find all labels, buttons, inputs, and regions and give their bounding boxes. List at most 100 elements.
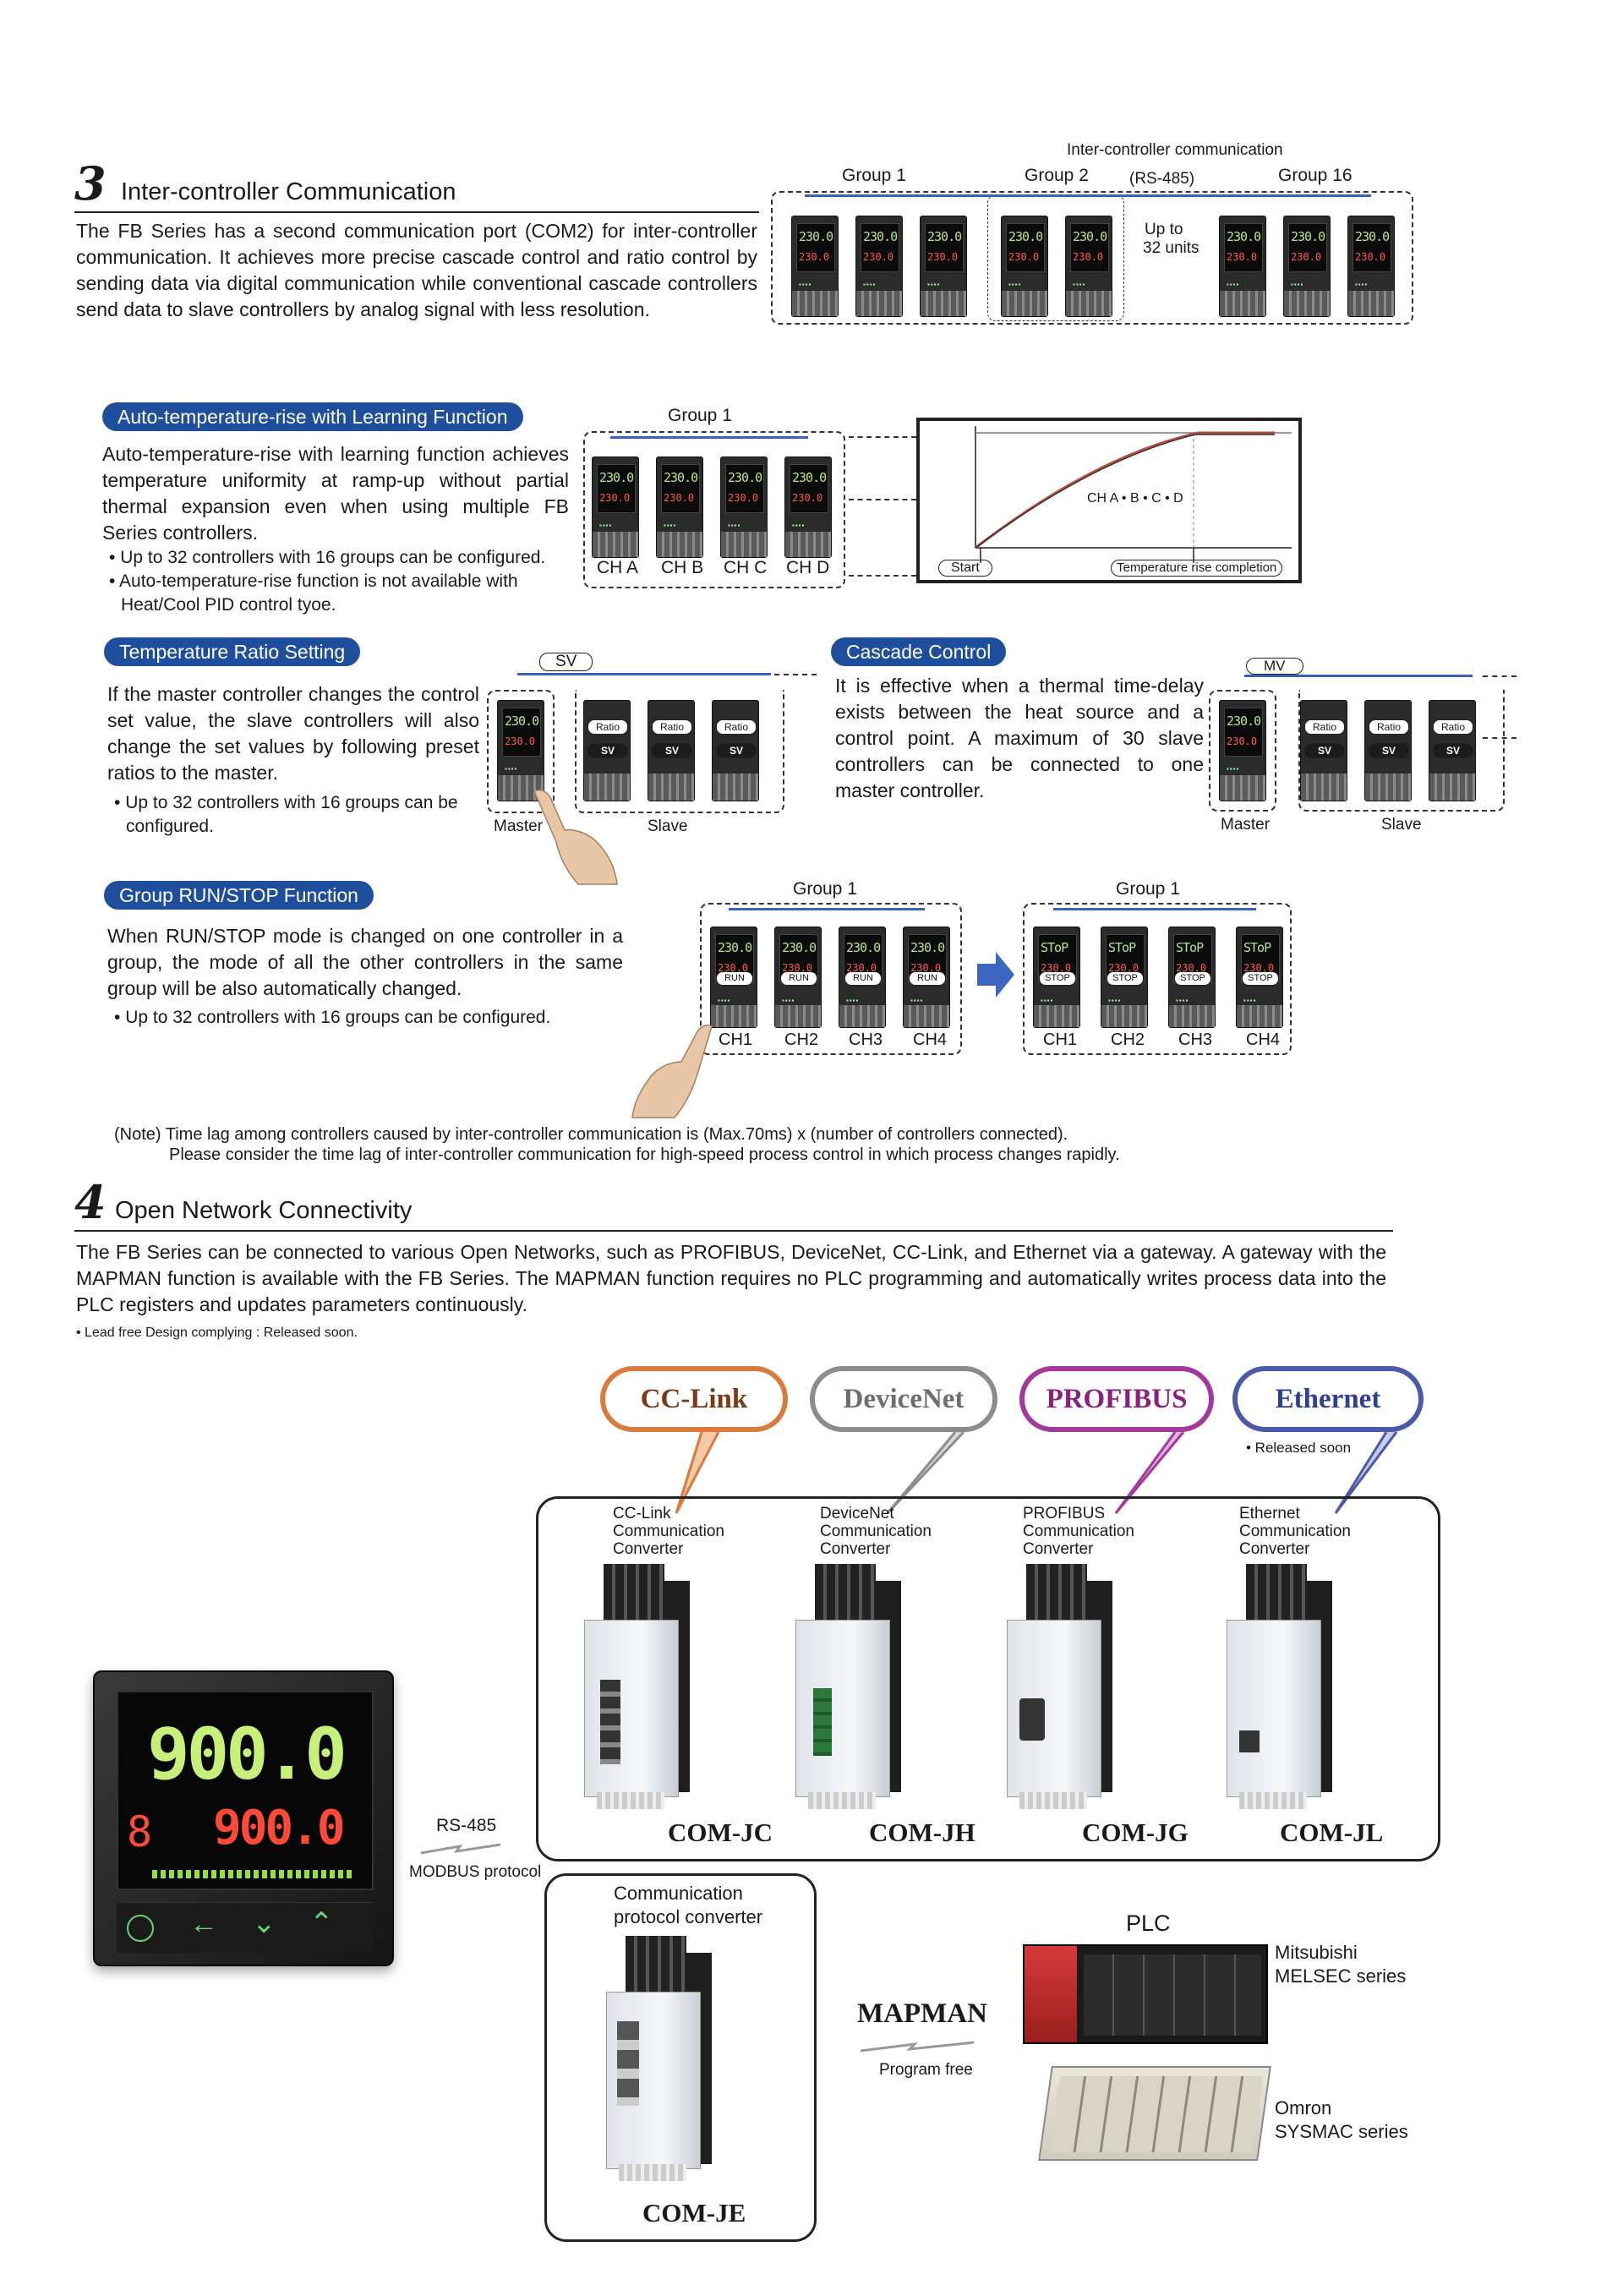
master-label: Master — [1221, 816, 1271, 834]
mapman-label: MAPMAN — [857, 1998, 987, 2029]
group-2-label: Group 2 — [1025, 166, 1089, 185]
note-line-1: (Note) Time lag among controllers caused… — [114, 1125, 1068, 1144]
note-line-2: Please consider the time lag of inter-co… — [169, 1145, 1120, 1164]
group-16-label: Group 16 — [1278, 166, 1352, 185]
slave-frame — [575, 690, 784, 813]
dashed-connector — [1483, 737, 1516, 739]
section-title: Inter-controller Communication — [121, 178, 456, 205]
plc-label: PLC — [1126, 1911, 1171, 1936]
temperature-curve — [975, 426, 1292, 563]
rs485-label: (RS-485) — [1129, 170, 1195, 188]
released-soon: • Released soon — [1246, 1440, 1352, 1456]
lightning-icon — [860, 2041, 975, 2053]
modbus-label: MODBUS protocol — [409, 1863, 542, 1881]
ratio-pill: Temperature Ratio Setting — [104, 637, 361, 666]
group-1-label: Group 1 — [842, 166, 906, 185]
com-je-label: COM-JE — [642, 2198, 746, 2228]
group-label: Group 1 — [1116, 879, 1180, 899]
mv-tag: MV — [1246, 658, 1303, 675]
mitsubishi-plc — [1023, 1944, 1268, 2044]
fb-controller-keys: ← ⌄ ⌃ — [117, 1902, 374, 1953]
lightning-icon — [420, 1843, 501, 1855]
rs485-label: RS-485 — [436, 1816, 497, 1835]
channel-label: CH3 — [1178, 1030, 1213, 1049]
channel-label: CH A — [597, 558, 639, 577]
sv-tag: SV — [539, 653, 593, 671]
com-jh-module — [783, 1564, 901, 1809]
bubble-tails — [675, 1430, 1398, 1515]
learning-bullet: • Auto-temperature-rise function is not … — [109, 571, 518, 615]
learning-pill: Auto-temperature-rise with Learning Func… — [102, 402, 523, 431]
ethernet-bubble: Ethernet — [1232, 1366, 1424, 1432]
runstop-body: When RUN/STOP mode is changed on one con… — [107, 925, 623, 999]
learning-group-frame — [583, 431, 845, 588]
up-arrow-icon: ⌃ — [309, 1907, 334, 1939]
mitsubishi-label: Mitsubishi MELSEC series — [1275, 1942, 1407, 1987]
curve-label: CH A • B • C • D — [1087, 491, 1183, 506]
channel-label: CH B — [661, 558, 704, 577]
model-label: COM-JL — [1280, 1818, 1384, 1847]
converter-label: PROFIBUS Communication Converter — [1023, 1505, 1134, 1558]
converter-label: DeviceNet Communication Converter — [820, 1505, 932, 1558]
cascade-body: It is effective when a thermal time-dela… — [835, 675, 1204, 801]
sv-prefix: 8 — [127, 1807, 153, 1856]
master-frame — [487, 690, 555, 813]
com-jg-module — [994, 1564, 1112, 1809]
cascade-bus — [1244, 675, 1473, 677]
model-label: COM-JG — [1082, 1818, 1189, 1847]
learning-bullet: • Up to 32 controllers with 16 groups ca… — [109, 548, 546, 567]
channel-label: CH2 — [784, 1030, 819, 1049]
temperature-rise-chart: CH A • B • C • D Start Temperature rise … — [916, 418, 1302, 583]
stop-group-frame — [1023, 903, 1292, 1055]
channel-label: CH1 — [1043, 1030, 1078, 1049]
protocol-converter-box — [544, 1873, 817, 2242]
cascade-pill: Cascade Control — [831, 637, 1007, 666]
arrow-right-icon — [977, 952, 1014, 998]
dashed-connector — [849, 436, 916, 438]
fb-controller-screen: 900.0 8 900.0 — [117, 1691, 374, 1890]
omron-plc — [1038, 2066, 1271, 2161]
group-label: Group 1 — [668, 406, 732, 425]
channel-label: CH3 — [849, 1030, 883, 1049]
converter-label: Ethernet Communication Converter — [1239, 1505, 1351, 1558]
run-bus — [729, 908, 925, 910]
slave-frame — [1298, 690, 1505, 812]
section-4-body: The FB Series can be connected to variou… — [76, 1241, 1386, 1315]
comm-bus — [805, 194, 1371, 197]
omron-label: Omron SYSMAC series — [1275, 2097, 1408, 2142]
devicenet-bubble: DeviceNet — [810, 1366, 997, 1432]
runstop-pill: Group RUN/STOP Function — [104, 881, 374, 910]
slave-label: Slave — [1381, 816, 1422, 834]
section-3-header: 3 Inter-controller Communication — [74, 161, 759, 213]
bar-graph — [152, 1870, 355, 1878]
program-free-label: Program free — [879, 2061, 973, 2079]
section-number: 4 — [74, 1175, 107, 1229]
channel-label: CH C — [724, 558, 768, 577]
pv-display: 900.0 — [147, 1713, 347, 1796]
learning-bus — [610, 436, 808, 439]
channel-label: CH4 — [1246, 1030, 1281, 1049]
ratio-bullet: • Up to 32 controllers with 16 groups ca… — [114, 793, 458, 836]
comm-outer-frame — [771, 191, 1413, 325]
slave-label: Slave — [648, 817, 688, 835]
dashed-connector — [849, 499, 916, 500]
channel-label: CH1 — [719, 1030, 753, 1049]
com-jc-module — [571, 1564, 690, 1809]
stop-bus — [1053, 908, 1256, 910]
